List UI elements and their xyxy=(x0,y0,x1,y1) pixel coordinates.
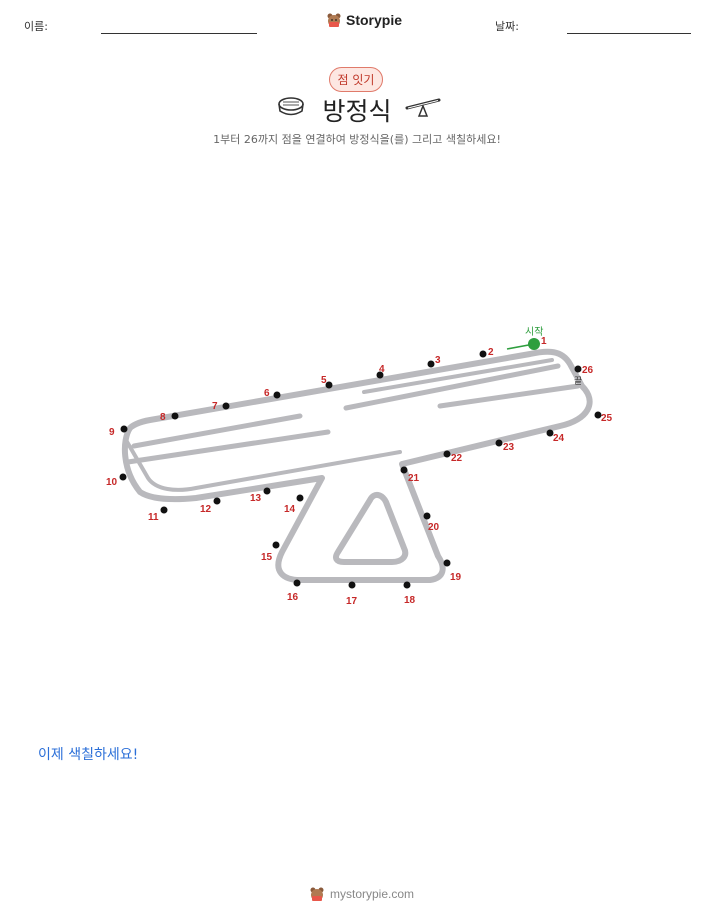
dot-label-18: 18 xyxy=(404,595,416,606)
dot-7[interactable] xyxy=(222,402,230,410)
dot-20[interactable] xyxy=(423,512,431,520)
dot-label-21: 21 xyxy=(408,473,420,484)
dot-label-3: 3 xyxy=(435,355,441,366)
dot-18[interactable] xyxy=(403,581,411,589)
dot-21[interactable] xyxy=(400,466,408,474)
start-guide-line xyxy=(506,343,535,350)
dot-label-22: 22 xyxy=(451,453,463,464)
dot-5[interactable] xyxy=(325,381,333,389)
dot-26[interactable] xyxy=(574,365,582,373)
color-prompt: 이제 색칠하세요! xyxy=(38,747,139,763)
dot-8[interactable] xyxy=(171,412,179,420)
brand-name: Storypie xyxy=(346,12,403,28)
dot-10[interactable] xyxy=(119,473,127,481)
dot-label-8: 8 xyxy=(160,412,166,423)
dot-14[interactable] xyxy=(296,494,304,502)
dot-15[interactable] xyxy=(272,541,280,549)
dot-label-10: 10 xyxy=(106,477,118,488)
brand-logo: Storypie xyxy=(326,12,402,28)
dot-label-13: 13 xyxy=(250,493,262,504)
activity-badge: 점 잇기 xyxy=(329,67,383,92)
dot-4[interactable] xyxy=(376,371,384,379)
dot-17[interactable] xyxy=(348,581,356,589)
name-line[interactable] xyxy=(101,33,257,34)
dot-label-5: 5 xyxy=(321,375,327,386)
dot-label-9: 9 xyxy=(109,427,115,438)
dot-label-23: 23 xyxy=(503,442,515,453)
dot-label-4: 4 xyxy=(379,364,385,375)
end-label: 끝 xyxy=(574,376,582,386)
dot-label-11: 11 xyxy=(148,512,159,523)
dot-2[interactable] xyxy=(479,350,487,358)
dot-25[interactable] xyxy=(594,411,602,419)
dot-19[interactable] xyxy=(443,559,451,567)
seesaw-icon xyxy=(405,98,441,117)
dot-24[interactable] xyxy=(546,429,554,437)
dot-16[interactable] xyxy=(293,579,301,587)
dot-label-6: 6 xyxy=(264,388,270,399)
date-label: 날짜: xyxy=(495,20,519,33)
instruction-text: 1부터 26까지 점을 연결하여 방정식을(를) 그리고 색칠하세요! xyxy=(213,133,501,146)
footer: mystorypie.com xyxy=(309,886,414,902)
dot-6[interactable] xyxy=(273,391,281,399)
dot-12[interactable] xyxy=(213,497,221,505)
dot-label-24: 24 xyxy=(553,433,565,444)
dot-label-19: 19 xyxy=(450,572,462,583)
dot-label-17: 17 xyxy=(346,596,358,607)
dot-label-15: 15 xyxy=(261,552,273,563)
dot-label-12: 12 xyxy=(200,504,212,515)
footer-site[interactable]: mystorypie.com xyxy=(330,887,415,901)
bear-logo-icon xyxy=(327,13,341,27)
dot-label-1: 1 xyxy=(541,336,547,347)
page-title: 방정식 xyxy=(322,97,392,126)
bear-logo-icon xyxy=(310,887,324,901)
dot-label-25: 25 xyxy=(601,413,613,424)
scale-pan-icon xyxy=(278,97,304,116)
dot-label-14: 14 xyxy=(284,504,296,515)
date-line[interactable] xyxy=(567,33,691,34)
dot-label-26: 26 xyxy=(582,365,594,376)
dot-3[interactable] xyxy=(427,360,435,368)
dot-11[interactable] xyxy=(160,506,168,514)
name-label: 이름: xyxy=(24,20,48,33)
dot-label-16: 16 xyxy=(287,592,299,603)
start-label: 시작 xyxy=(525,326,543,338)
seesaw-outline xyxy=(121,348,593,583)
dot-9[interactable] xyxy=(120,425,128,433)
dot-label-2: 2 xyxy=(488,347,494,358)
dot-label-7: 7 xyxy=(212,401,218,412)
dot-label-20: 20 xyxy=(428,522,440,533)
dot-23[interactable] xyxy=(495,439,503,447)
dot-13[interactable] xyxy=(263,487,271,495)
dot-22[interactable] xyxy=(443,450,451,458)
